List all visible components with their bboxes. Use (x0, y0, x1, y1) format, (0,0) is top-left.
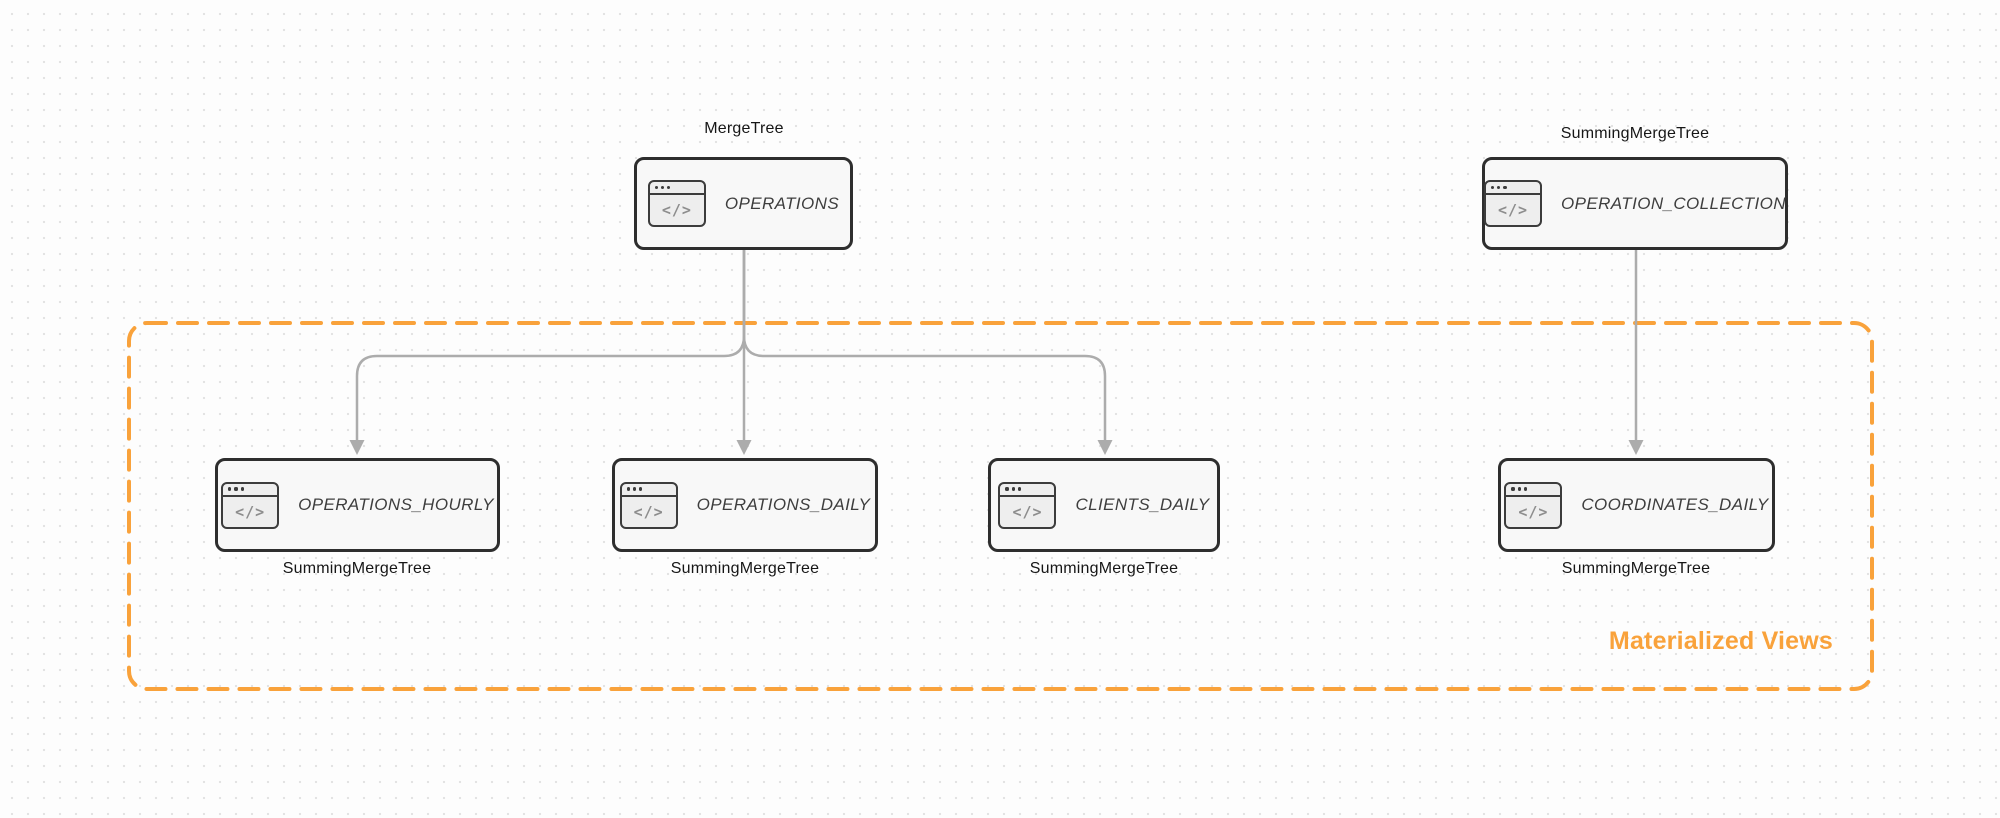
code-glyph: </> (633, 502, 664, 521)
node-operations[interactable]: </> OPERATIONS (634, 157, 853, 250)
arrowhead-operations-hourly (349, 440, 365, 455)
engine-label-operations: MergeTree (704, 120, 784, 137)
node-clients-daily[interactable]: </> CLIENTS_DAILY (988, 458, 1220, 552)
code-window-icon: </> (1504, 481, 1563, 529)
window-dots (1000, 484, 1055, 497)
code-window-icon: </> (1484, 180, 1543, 227)
code-glyph: </> (1012, 502, 1043, 521)
window-dots (1506, 484, 1561, 497)
materialized-views-group-label: Materialized Views (1608, 627, 1833, 655)
node-coordinates-daily[interactable]: </> COORDINATES_DAILY (1498, 458, 1775, 552)
node-operations-daily[interactable]: </> OPERATIONS_DAILY (612, 458, 878, 552)
table-name: OPERATION_COLLECTION (1561, 193, 1786, 213)
engine-label-operations-hourly: SummingMergeTree (282, 560, 432, 577)
table-name: CLIENTS_DAILY (1075, 495, 1210, 514)
window-dots (649, 182, 704, 195)
code-glyph: </> (1518, 502, 1549, 521)
code-glyph: </> (235, 502, 266, 521)
materialized-views-group-border (127, 321, 1874, 691)
table-name: OPERATIONS (724, 193, 840, 213)
engine-label-operations-daily: SummingMergeTree (670, 560, 820, 577)
node-operations-hourly[interactable]: </> OPERATIONS_HOURLY (215, 458, 500, 552)
edge-operations-to-operations-hourly (355, 250, 746, 441)
engine-label-coordinates-daily: SummingMergeTree (1561, 560, 1711, 577)
code-glyph: </> (1497, 201, 1529, 219)
code-window-icon: </> (221, 481, 280, 529)
table-name: OPERATIONS_HOURLY (298, 495, 494, 514)
engine-label-clients-daily: SummingMergeTree (1029, 560, 1179, 577)
arrowhead-operations-daily (736, 440, 752, 455)
window-dots (1486, 182, 1541, 195)
code-glyph: </> (661, 201, 692, 219)
arrowhead-coordinates-daily (1628, 440, 1644, 455)
node-operation-collection[interactable]: </> OPERATION_COLLECTION (1482, 157, 1788, 250)
edge-operations-to-clients-daily (742, 250, 1107, 441)
table-name: COORDINATES_DAILY (1581, 495, 1769, 514)
code-window-icon: </> (647, 180, 706, 227)
engine-label-operation-collection: SummingMergeTree (1560, 125, 1710, 142)
window-dots (223, 484, 278, 497)
code-window-icon: </> (619, 481, 678, 529)
window-dots (621, 484, 676, 497)
table-name: OPERATIONS_DAILY (696, 495, 871, 514)
code-window-icon: </> (998, 481, 1057, 529)
arrowhead-clients-daily (1097, 440, 1113, 455)
